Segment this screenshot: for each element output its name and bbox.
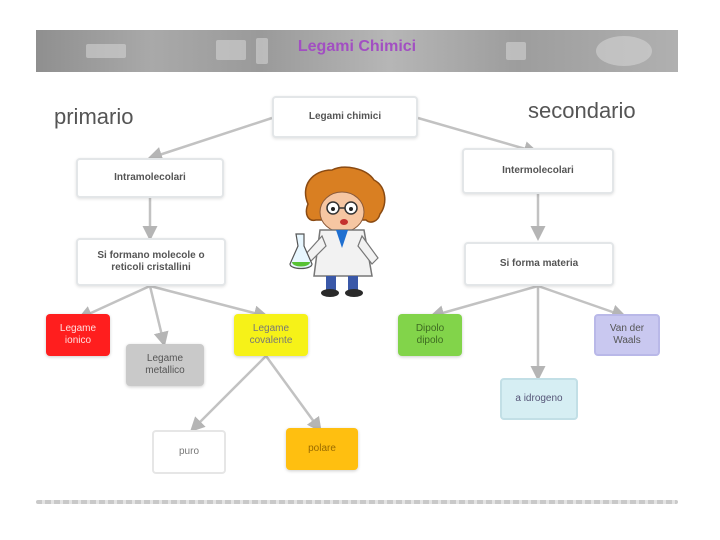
edge-sub-ionico (77, 284, 151, 320)
node-intermolecolari: Intermolecolari (462, 148, 614, 194)
node-left-sub: Si formano molecole o reticoli cristalli… (76, 238, 226, 286)
banner-decoration (86, 44, 126, 58)
edge-sub-metallico (148, 285, 169, 347)
edge-sub-covalente (149, 284, 269, 321)
edge-right-dipolo (429, 284, 539, 320)
banner-decoration (596, 36, 652, 66)
edge-root-left (147, 116, 273, 162)
edge-covalente-puro (189, 355, 267, 433)
node-polare: polare (286, 428, 358, 470)
page-title: Legami Chimici (297, 38, 417, 55)
edge-root-right (417, 116, 539, 156)
node-root: Legami chimici (272, 96, 418, 138)
node-legame-covalente: Legame covalente (234, 314, 308, 356)
node-puro: puro (152, 430, 226, 474)
banner-decoration (506, 42, 526, 60)
banner-decoration (216, 40, 246, 60)
node-a-idrogeno: a idrogeno (500, 378, 578, 420)
node-dipolo-dipolo: Dipolo dipolo (398, 314, 462, 356)
secondary-label: secondario (528, 98, 636, 123)
node-legame-ionico: Legame ionico (46, 314, 110, 356)
edge-right-vdw (537, 284, 627, 320)
footer-bar (36, 500, 678, 504)
primary-label: primario (54, 104, 134, 129)
edge-covalente-polare (264, 355, 322, 433)
node-intramolecolari: Intramolecolari (76, 158, 224, 198)
scientist-with-flask-icon (289, 166, 386, 297)
banner-decoration (256, 38, 268, 64)
node-legame-metallico: Legame metallico (126, 344, 204, 386)
node-right-sub: Si forma materia (464, 242, 614, 286)
title-banner: Legami Chimici (36, 30, 678, 72)
node-van-der-waals: Van der Waals (594, 314, 660, 356)
